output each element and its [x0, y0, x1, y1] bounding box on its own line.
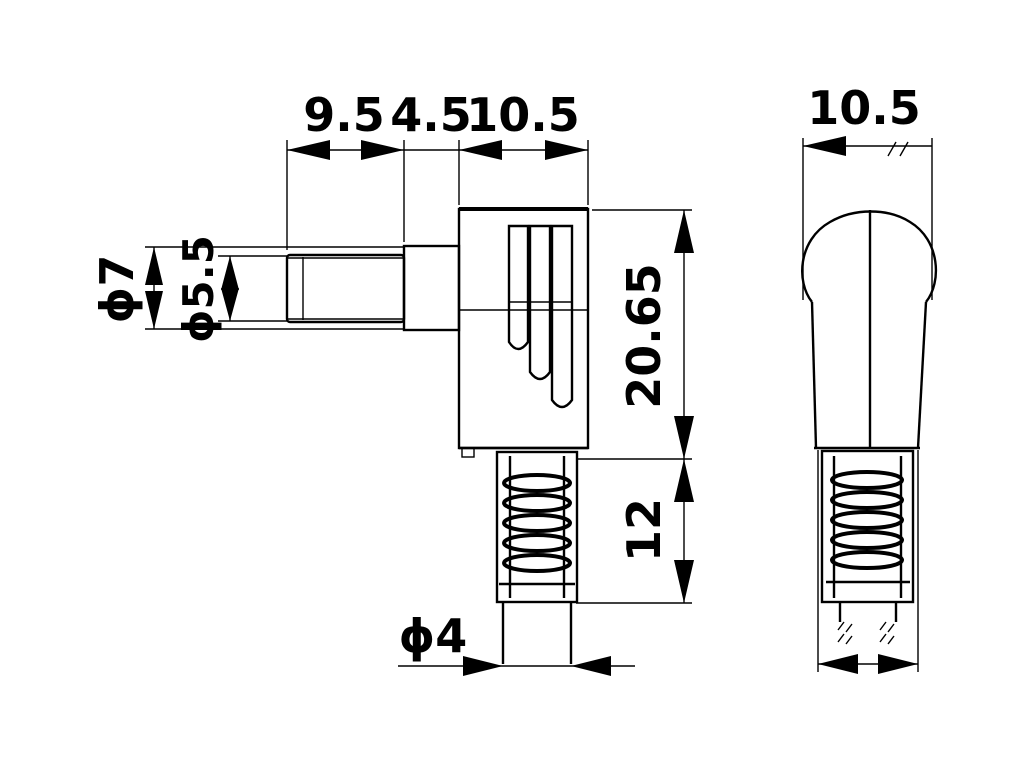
dim-label-dia-7: ϕ7 [90, 255, 144, 324]
side-cable [837, 602, 898, 645]
plug-collar [402, 244, 461, 332]
dim-label-dia-5-5: ϕ5.5 [174, 235, 223, 343]
cable [501, 602, 573, 664]
dim-label-body-height: 20.65 [617, 263, 671, 409]
dim-label-pin-length: 9.5 [303, 88, 385, 142]
grip-rib [507, 224, 530, 351]
dim-label-side-width: 10.5 [807, 81, 921, 135]
front-view: 9.5 4.5 10.5 ϕ7 ϕ5.5 [90, 88, 694, 676]
side-strain-relief [820, 449, 915, 604]
dimension-side-bottom [817, 450, 919, 674]
dim-label-dia-4: ϕ4 [399, 609, 468, 663]
dim-label-sleeve-length: 12 [617, 498, 671, 562]
dim-label-collar-length: 4.5 [390, 88, 472, 142]
strain-relief-sleeve [495, 450, 579, 604]
dimension-side-width [802, 136, 933, 300]
dimension-diameters-left [145, 246, 404, 330]
dim-label-body-width: 10.5 [466, 88, 580, 142]
plug-pin [285, 253, 406, 324]
dimension-right-vertical [576, 209, 694, 604]
side-view: 10.5 [801, 81, 938, 674]
plug-body [457, 207, 590, 458]
grip-rib [528, 224, 552, 381]
grip-rib [550, 224, 574, 409]
dimension-top-chain [286, 140, 589, 250]
dimension-cable-diameter [398, 656, 635, 676]
